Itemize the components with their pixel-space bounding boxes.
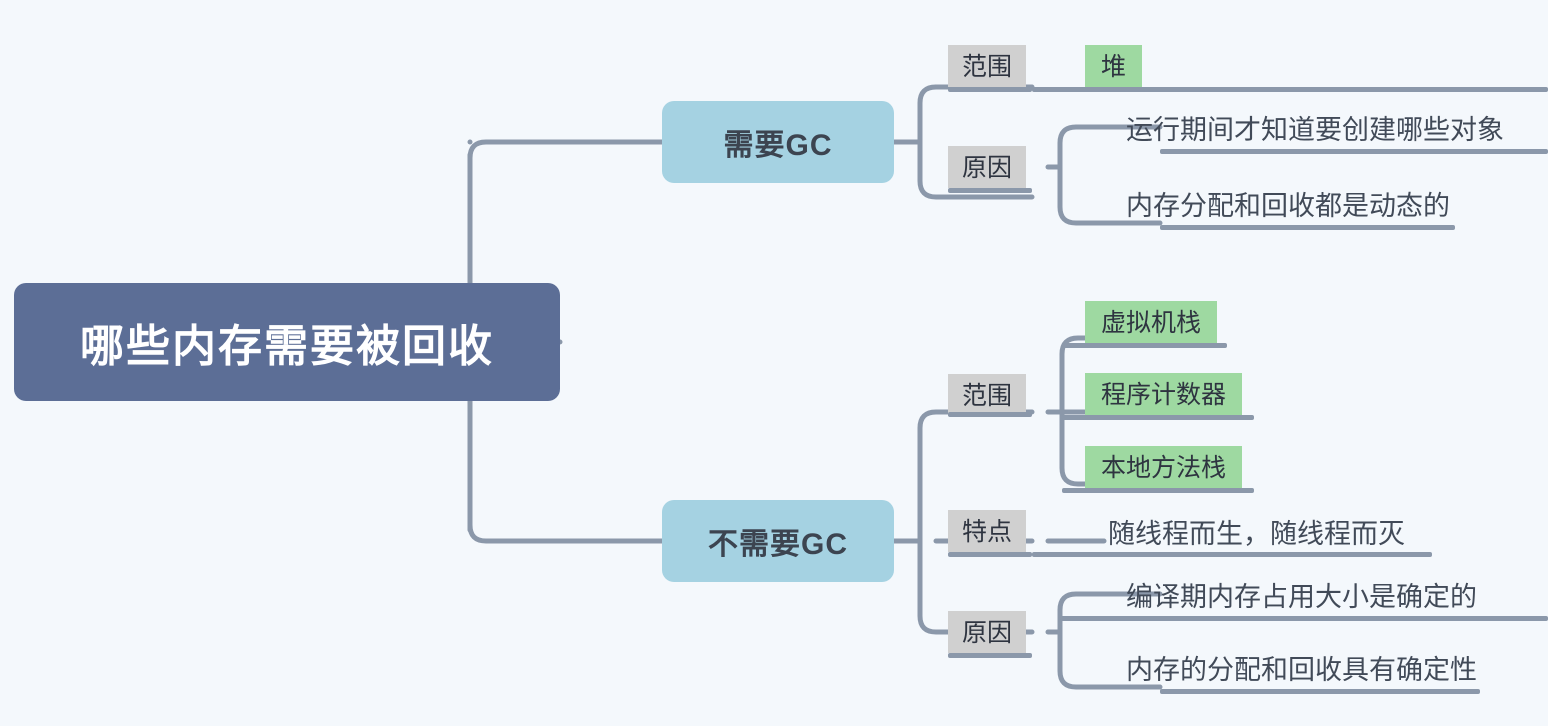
underline-compile-size (1060, 616, 1548, 621)
leaf-chip-pc-register-label: 程序计数器 (1101, 381, 1227, 409)
leaf-text-thread-lifecycle[interactable]: 随线程而生，随线程而灭 (1104, 510, 1409, 552)
category-chip-no-gc-feature-label: 特点 (962, 518, 1013, 546)
category-chip-need-gc-reason[interactable]: 原因 (948, 146, 1027, 188)
underline-no-gc-reason (948, 653, 1032, 658)
category-chip-no-gc-reason[interactable]: 原因 (948, 611, 1027, 653)
category-chip-no-gc-feature[interactable]: 特点 (948, 510, 1027, 552)
underline-no-gc-feature (948, 552, 1032, 557)
underline-runtime-objects (1160, 149, 1548, 154)
underline-dynamic-alloc (1160, 225, 1455, 230)
leaf-text-compile-size[interactable]: 编译期内存占用大小是确定的 (1122, 573, 1481, 615)
category-chip-no-gc-scope-label: 范围 (962, 382, 1013, 410)
leaf-chip-native-stack[interactable]: 本地方法栈 (1085, 446, 1243, 488)
category-chip-need-gc-scope[interactable]: 范围 (948, 45, 1027, 87)
leaf-text-dynamic-alloc[interactable]: 内存分配和回收都是动态的 (1122, 182, 1454, 224)
root-node-label: 哪些内存需要被回收 (80, 322, 494, 371)
leaf-text-compile-size-label: 编译期内存占用大小是确定的 (1126, 581, 1477, 612)
leaf-text-runtime-objects-label: 运行期间才知道要创建哪些对象 (1126, 114, 1504, 145)
underline-pc-register (1062, 415, 1254, 420)
branch-node-no-gc[interactable]: 不需要GC (662, 500, 894, 582)
branch-node-need-gc[interactable]: 需要GC (662, 101, 894, 183)
underline-heap (1032, 87, 1548, 92)
branch-node-no-gc-label: 不需要GC (708, 528, 848, 561)
category-chip-need-gc-reason-label: 原因 (962, 154, 1013, 182)
underline-native-stack (1062, 488, 1254, 493)
leaf-text-dynamic-alloc-label: 内存分配和回收都是动态的 (1126, 190, 1450, 221)
underline-no-gc-scope (948, 412, 1032, 417)
leaf-chip-heap[interactable]: 堆 (1085, 45, 1143, 87)
leaf-text-runtime-objects[interactable]: 运行期间才知道要创建哪些对象 (1122, 106, 1508, 148)
underline-deterministic (1160, 689, 1480, 694)
underline-thread-lifecycle (1032, 552, 1432, 557)
leaf-chip-vm-stack[interactable]: 虚拟机栈 (1085, 301, 1218, 343)
underline-need-gc-scope (948, 87, 1032, 92)
root-node[interactable]: 哪些内存需要被回收 (14, 283, 560, 401)
leaf-text-deterministic-label: 内存的分配和回收具有确定性 (1126, 654, 1477, 685)
leaf-text-thread-lifecycle-label: 随线程而生，随线程而灭 (1108, 518, 1405, 549)
leaf-chip-heap-label: 堆 (1101, 53, 1127, 81)
branch-node-need-gc-label: 需要GC (723, 129, 833, 162)
leaf-text-deterministic[interactable]: 内存的分配和回收具有确定性 (1122, 646, 1481, 688)
leaf-chip-native-stack-label: 本地方法栈 (1101, 454, 1227, 482)
category-chip-no-gc-reason-label: 原因 (962, 619, 1013, 647)
underline-need-gc-reason (948, 188, 1032, 193)
category-chip-no-gc-scope[interactable]: 范围 (948, 374, 1027, 416)
leaf-chip-vm-stack-label: 虚拟机栈 (1101, 309, 1202, 337)
underline-vm-stack (1062, 343, 1227, 348)
category-chip-need-gc-scope-label: 范围 (962, 53, 1013, 81)
leaf-chip-pc-register[interactable]: 程序计数器 (1085, 373, 1243, 415)
